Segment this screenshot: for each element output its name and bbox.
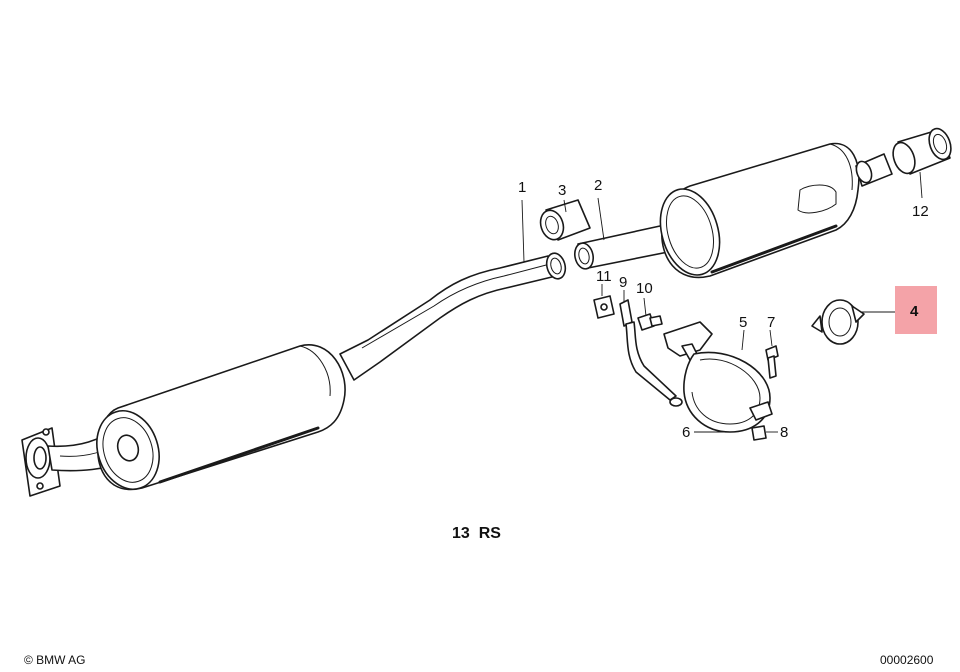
nut-part-11 [593,295,615,319]
callout-3: 3 [558,182,566,199]
bolt-part-10 [637,313,663,331]
clamp-ring [811,299,865,345]
copyright-text: © BMW AG [24,653,86,667]
diagram-caption: 13 RS [452,525,501,542]
tail-pipe-tip [892,127,952,175]
callout-6: 6 [682,424,690,441]
callout-9: 9 [619,274,627,291]
callout-5: 5 [739,314,747,331]
front-flange [21,427,61,497]
callout-11: 11 [596,268,612,285]
callout-12: 12 [912,203,929,220]
callout-8: 8 [780,424,788,441]
bolt-part-7 [765,345,779,379]
rear-silencer [659,142,860,279]
highlight-box [895,286,937,334]
hanger-part-9 [619,299,683,407]
nut-part-8 [751,425,767,441]
callout-1: 1 [518,179,526,196]
leader-lines [521,171,923,433]
sleeve-part-3 [539,199,591,241]
diagram-number: 00002600 [880,653,934,667]
center-pipe [339,252,567,381]
highlighted-callout-4: 4 [895,286,937,334]
callout-7: 7 [767,314,775,331]
callout-10: 10 [636,280,653,297]
callout-4: 4 [910,303,919,320]
front-silencer [96,344,346,491]
tail-pipe [855,153,893,187]
bracket-part-5 [663,321,713,361]
callout-2: 2 [594,177,602,194]
strap-part-6 [683,351,773,433]
